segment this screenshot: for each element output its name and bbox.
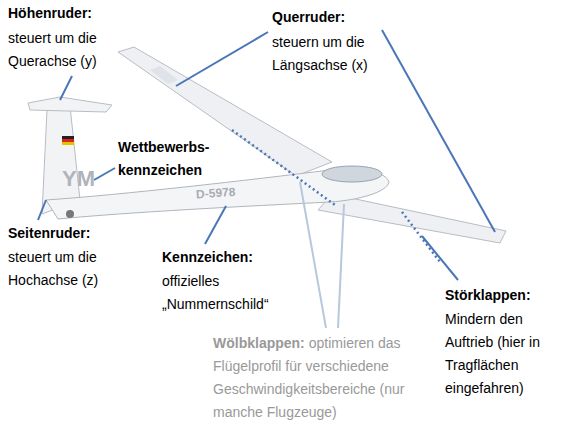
wheel bbox=[66, 210, 74, 218]
part-name: Störklappen: bbox=[445, 284, 565, 307]
leader-line bbox=[60, 76, 72, 100]
leader-line bbox=[422, 236, 458, 280]
part-description: Mindern den Auftrieb (hier in Tragfläche… bbox=[445, 308, 565, 400]
flag bbox=[62, 136, 74, 139]
part-name: Kennzeichen: bbox=[162, 246, 292, 269]
part-name: Querruder: bbox=[272, 6, 392, 29]
leader-line bbox=[338, 204, 344, 328]
part-name: Seitenruder: bbox=[8, 222, 128, 245]
flag bbox=[62, 139, 74, 142]
part-description: steuert um die Querachse (y) bbox=[8, 27, 118, 73]
part-name: Höhenruder: bbox=[8, 2, 128, 25]
canopy bbox=[322, 166, 382, 182]
part-description: steuern um die Längsachse (x) bbox=[272, 31, 387, 77]
flag bbox=[62, 142, 74, 145]
aileron bbox=[150, 66, 178, 84]
leader-line bbox=[176, 32, 268, 86]
part-description: steuert um die Hochachse (z) bbox=[8, 246, 118, 292]
spoiler-mark bbox=[402, 212, 440, 262]
part-name: Wettbewerbs- kennzeichen bbox=[118, 136, 228, 182]
elevator bbox=[28, 97, 112, 112]
leader-line bbox=[94, 168, 115, 180]
leader-line bbox=[38, 200, 46, 220]
part-name: Wölbklappen: bbox=[213, 335, 305, 351]
aircraft-marking: YM bbox=[62, 166, 102, 192]
flap-note: Wölbklappen:optimieren das Flügelprofil … bbox=[213, 332, 431, 424]
leader-line bbox=[300, 182, 326, 328]
spoiler-mark bbox=[232, 130, 335, 205]
leader-line bbox=[205, 206, 226, 244]
leader-line bbox=[382, 30, 495, 232]
part-description: offizielles „Nummernschild“ bbox=[162, 270, 287, 316]
